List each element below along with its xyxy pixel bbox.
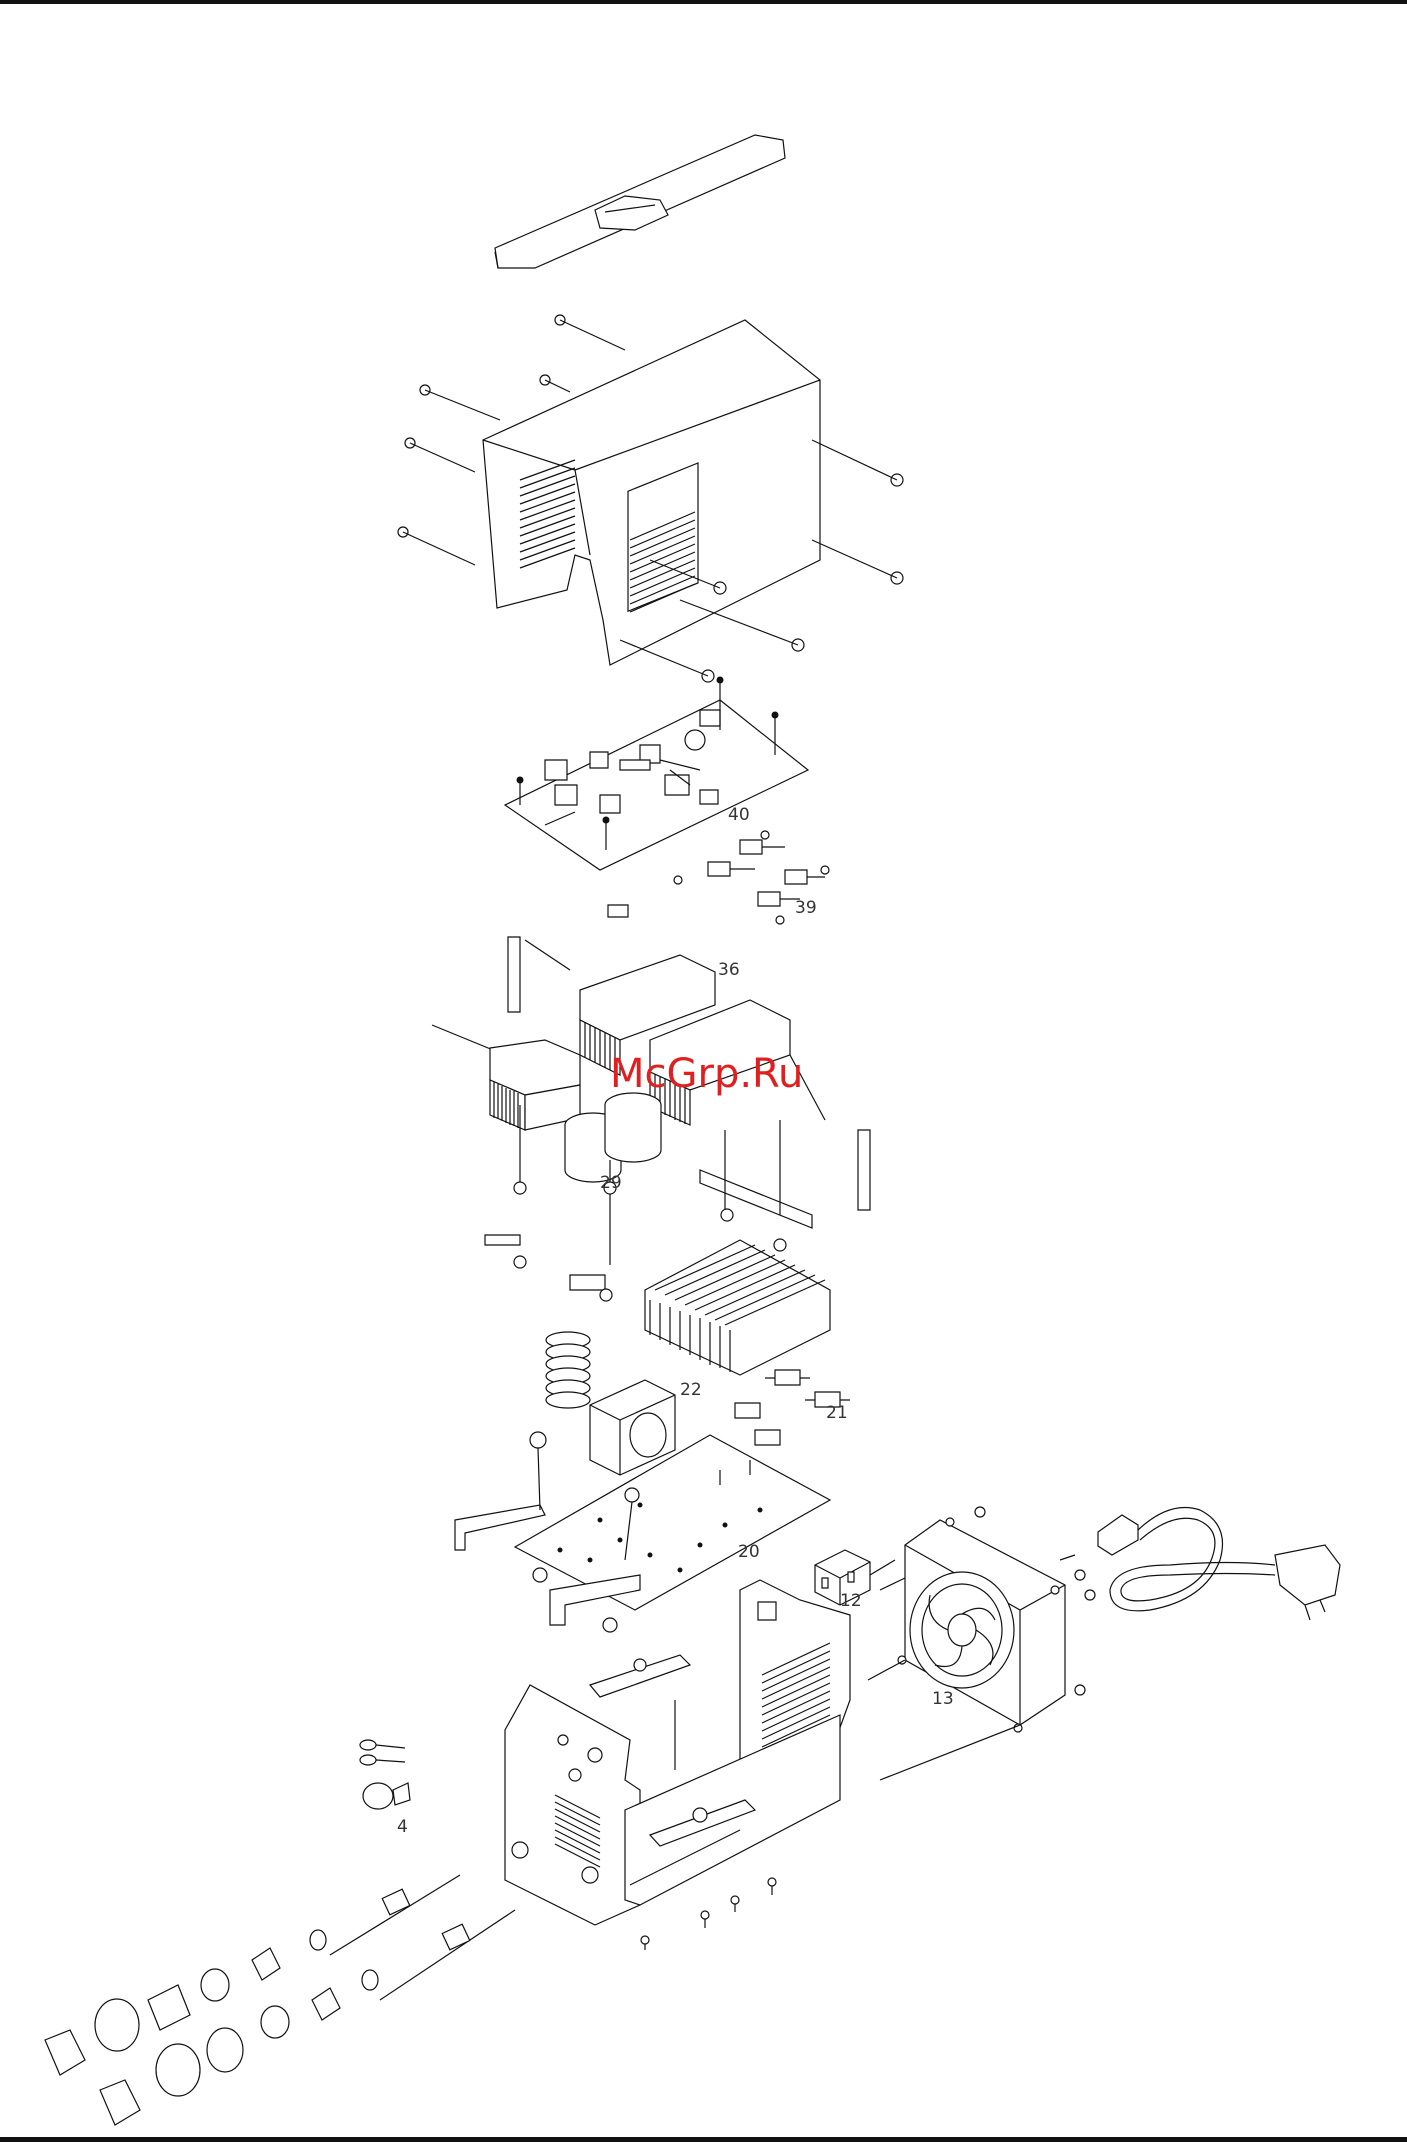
- part-label-20: 20: [738, 1542, 760, 1562]
- part-label-13: 13: [932, 1689, 954, 1709]
- cooling-fan: [868, 1507, 1095, 1780]
- heatsink-assembly: [432, 937, 870, 1301]
- transformer: [590, 1380, 675, 1475]
- part-label-39: 39: [795, 898, 817, 918]
- part-label-40: 40: [728, 805, 750, 825]
- watermark-text: McGrp.Ru: [610, 1051, 803, 1097]
- part-label-4: 4: [397, 1817, 408, 1837]
- potentiometer-knob: [360, 1740, 410, 1809]
- part-label-21: 21: [826, 1403, 848, 1423]
- part-label-12: 12: [840, 1591, 862, 1611]
- part-label-29: 29: [600, 1173, 622, 1193]
- part-label-22: 22: [680, 1380, 702, 1400]
- main-heatsink: [645, 1240, 830, 1375]
- base-chassis: [505, 1580, 850, 1950]
- bottom-rule: [0, 2137, 1407, 2142]
- power-cord: [1098, 1508, 1340, 1621]
- carry-strap: [495, 135, 785, 268]
- top-cover: [483, 320, 820, 665]
- part-label-36: 36: [718, 960, 740, 980]
- inductor-coil: [546, 1332, 590, 1408]
- output-socket-upper: [45, 1875, 460, 2075]
